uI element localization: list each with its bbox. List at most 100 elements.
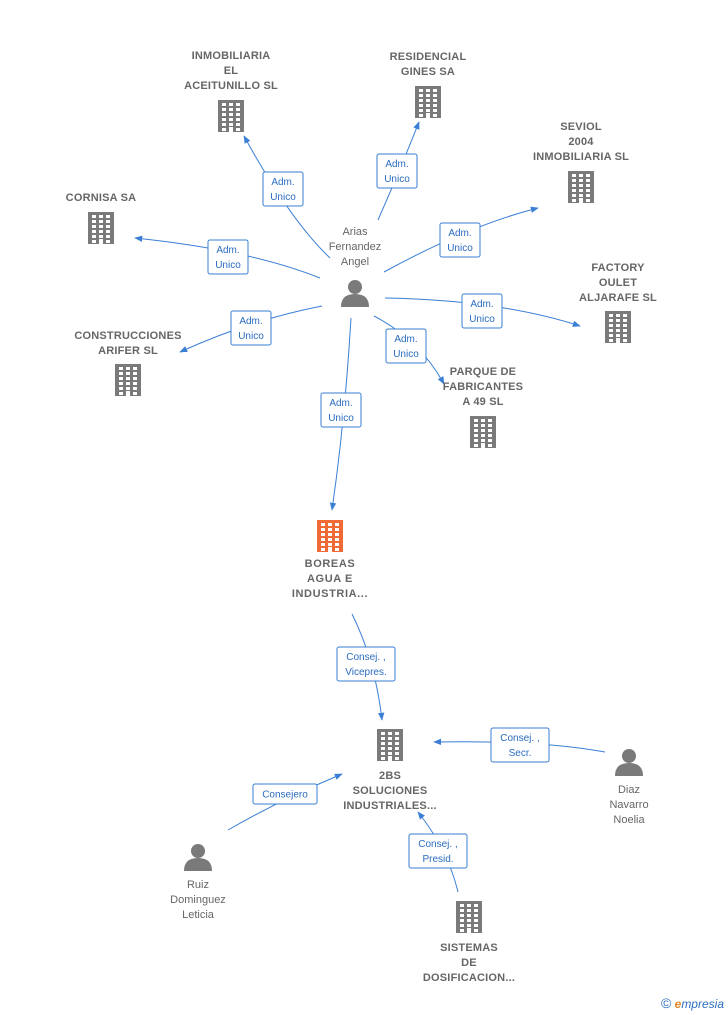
node-label-line: Arias [342, 226, 368, 238]
edge-label-box [230, 310, 272, 346]
node-label-line: INDUSTRIALES... [343, 800, 436, 812]
edge-label-text: Unico [393, 349, 419, 360]
node-label-line: Dominguez [170, 894, 226, 906]
edge-label-text: Adm. [216, 245, 239, 256]
brand-logo-text: mpresia [681, 997, 724, 1011]
person-icon [341, 280, 369, 307]
node-label-line: INDUSTRIA... [292, 588, 368, 600]
edge-label-e4[interactable]: Adm.Unico [207, 239, 249, 275]
edge-label-text: Unico [238, 331, 264, 342]
building-icon [470, 416, 496, 448]
edge-label-text: Unico [328, 413, 354, 424]
edge-label-text: Adm. [448, 228, 471, 239]
building-icon [115, 364, 141, 396]
node-label-line: FACTORY [591, 262, 645, 274]
edge-label-text: Unico [270, 192, 296, 203]
edge-label-text: Adm. [385, 159, 408, 170]
node-factory-oulet[interactable]: FACTORY OULET ALJARAFE SL [579, 262, 657, 343]
building-icon [415, 86, 441, 118]
edge-label-e12[interactable]: Consej. , Presid. [408, 833, 468, 869]
node-label-line: Fernandez [329, 241, 382, 253]
edge-label-box [376, 153, 418, 189]
node-label-line: DE [461, 957, 477, 969]
node-label-line: SISTEMAS [440, 942, 498, 954]
node-residencial-gines[interactable]: RESIDENCIAL GINES SA [390, 51, 467, 118]
edge-label-box [461, 293, 503, 329]
edge-label-text: Unico [384, 174, 410, 185]
copyright-symbol: © [660, 995, 672, 1011]
node-label-line: CONSTRUCCIONES [74, 330, 181, 342]
edge-label-e6[interactable]: Adm. Unico [230, 310, 272, 346]
node-label-line: 2004 [568, 136, 594, 148]
node-label-line: 2BS [379, 770, 401, 782]
edge-label-text: Secr. [509, 748, 532, 759]
node-2bs[interactable]: 2BS SOLUCIONES INDUSTRIALES... [343, 729, 437, 812]
node-label-line: RESIDENCIAL [390, 51, 467, 63]
node-parque-fabricantes[interactable]: PARQUE DE FABRICANTES A 49 SL [443, 366, 523, 448]
building-icon [317, 520, 343, 552]
edge-label-text: Adm. [329, 398, 352, 409]
edge-label-e9[interactable]: Consej. , Vicepres. [336, 646, 396, 682]
node-label-line: Diaz [618, 784, 640, 796]
edge-label-text: Adm. [239, 316, 262, 327]
building-icon [568, 171, 594, 203]
footer-brand: © empresia [661, 995, 724, 1011]
edge-label-box [262, 171, 304, 207]
edge-label-text: Unico [447, 243, 473, 254]
edge-label-e1[interactable]: Adm. Unico [262, 171, 304, 207]
node-label-line: DOSIFICACION... [423, 972, 515, 984]
node-sistemas-dosificacion[interactable]: SISTEMAS DE DOSIFICACION... [423, 901, 515, 984]
building-icon [377, 729, 403, 761]
edge-label-text: Presid. [422, 854, 453, 865]
node-label-line: Angel [341, 256, 369, 268]
node-label-line: INMOBILIARIA SL [533, 151, 629, 163]
edge-label-text: Consej. , [500, 733, 539, 744]
edge-label-e8[interactable]: Adm. Unico [320, 392, 362, 428]
person-icon [615, 749, 643, 776]
edge-label-text: Vicepres. [345, 667, 387, 678]
node-label-line: AGUA E [307, 573, 353, 585]
edge-label-box [207, 239, 249, 275]
edge-label-e7[interactable]: Adm.Unico [385, 328, 427, 364]
edge-label-e11[interactable]: Consejero [252, 783, 318, 805]
building-icon [218, 100, 244, 132]
edge-label-text: Adm. [470, 299, 493, 310]
node-label-line: CORNISA SA [66, 192, 137, 204]
edge-label-box [490, 727, 550, 763]
edge-label-box [252, 783, 318, 805]
node-label-line: A 49 SL [462, 396, 503, 408]
node-label-line: ARIFER SL [98, 345, 158, 357]
node-label-line: ACEITUNILLO SL [184, 80, 278, 92]
building-icon [456, 901, 482, 933]
node-cornisa[interactable]: CORNISA SA [66, 192, 137, 244]
node-boreas[interactable]: BOREAS AGUA E INDUSTRIA... [292, 520, 368, 600]
node-label-line: SOLUCIONES [353, 785, 428, 797]
node-label-line: Navarro [609, 799, 648, 811]
node-construcciones-arifer[interactable]: CONSTRUCCIONES ARIFER SL [74, 330, 181, 396]
edge-label-e5[interactable]: Adm.Unico [461, 293, 503, 329]
edge-label-text: Adm. [271, 177, 294, 188]
node-label-line: Ruiz [187, 879, 209, 891]
node-label-line: ALJARAFE SL [579, 292, 657, 304]
edge-label-e2[interactable]: Adm. Unico [376, 153, 418, 189]
node-label-line: SEVIOL [560, 121, 602, 133]
node-label-line: GINES SA [401, 66, 455, 78]
node-label-line: OULET [599, 277, 637, 289]
node-label-line: PARQUE DE [450, 366, 516, 378]
edge-label-box [439, 222, 481, 258]
edge-label-text: Consej. , [418, 839, 457, 850]
edge-arias_fernandez-to-inmobiliaria_aceitunillo [243, 135, 331, 259]
node-label-line: FABRICANTES [443, 381, 523, 393]
edge-label-box [408, 833, 468, 869]
edge-label-e10[interactable]: Consej. , Secr. [490, 727, 550, 763]
edge-label-box [320, 392, 362, 428]
edge-label-text: Consej. , [346, 652, 385, 663]
node-label-line: BOREAS [305, 558, 356, 570]
edge-label-e3[interactable]: Adm. Unico [439, 222, 481, 258]
